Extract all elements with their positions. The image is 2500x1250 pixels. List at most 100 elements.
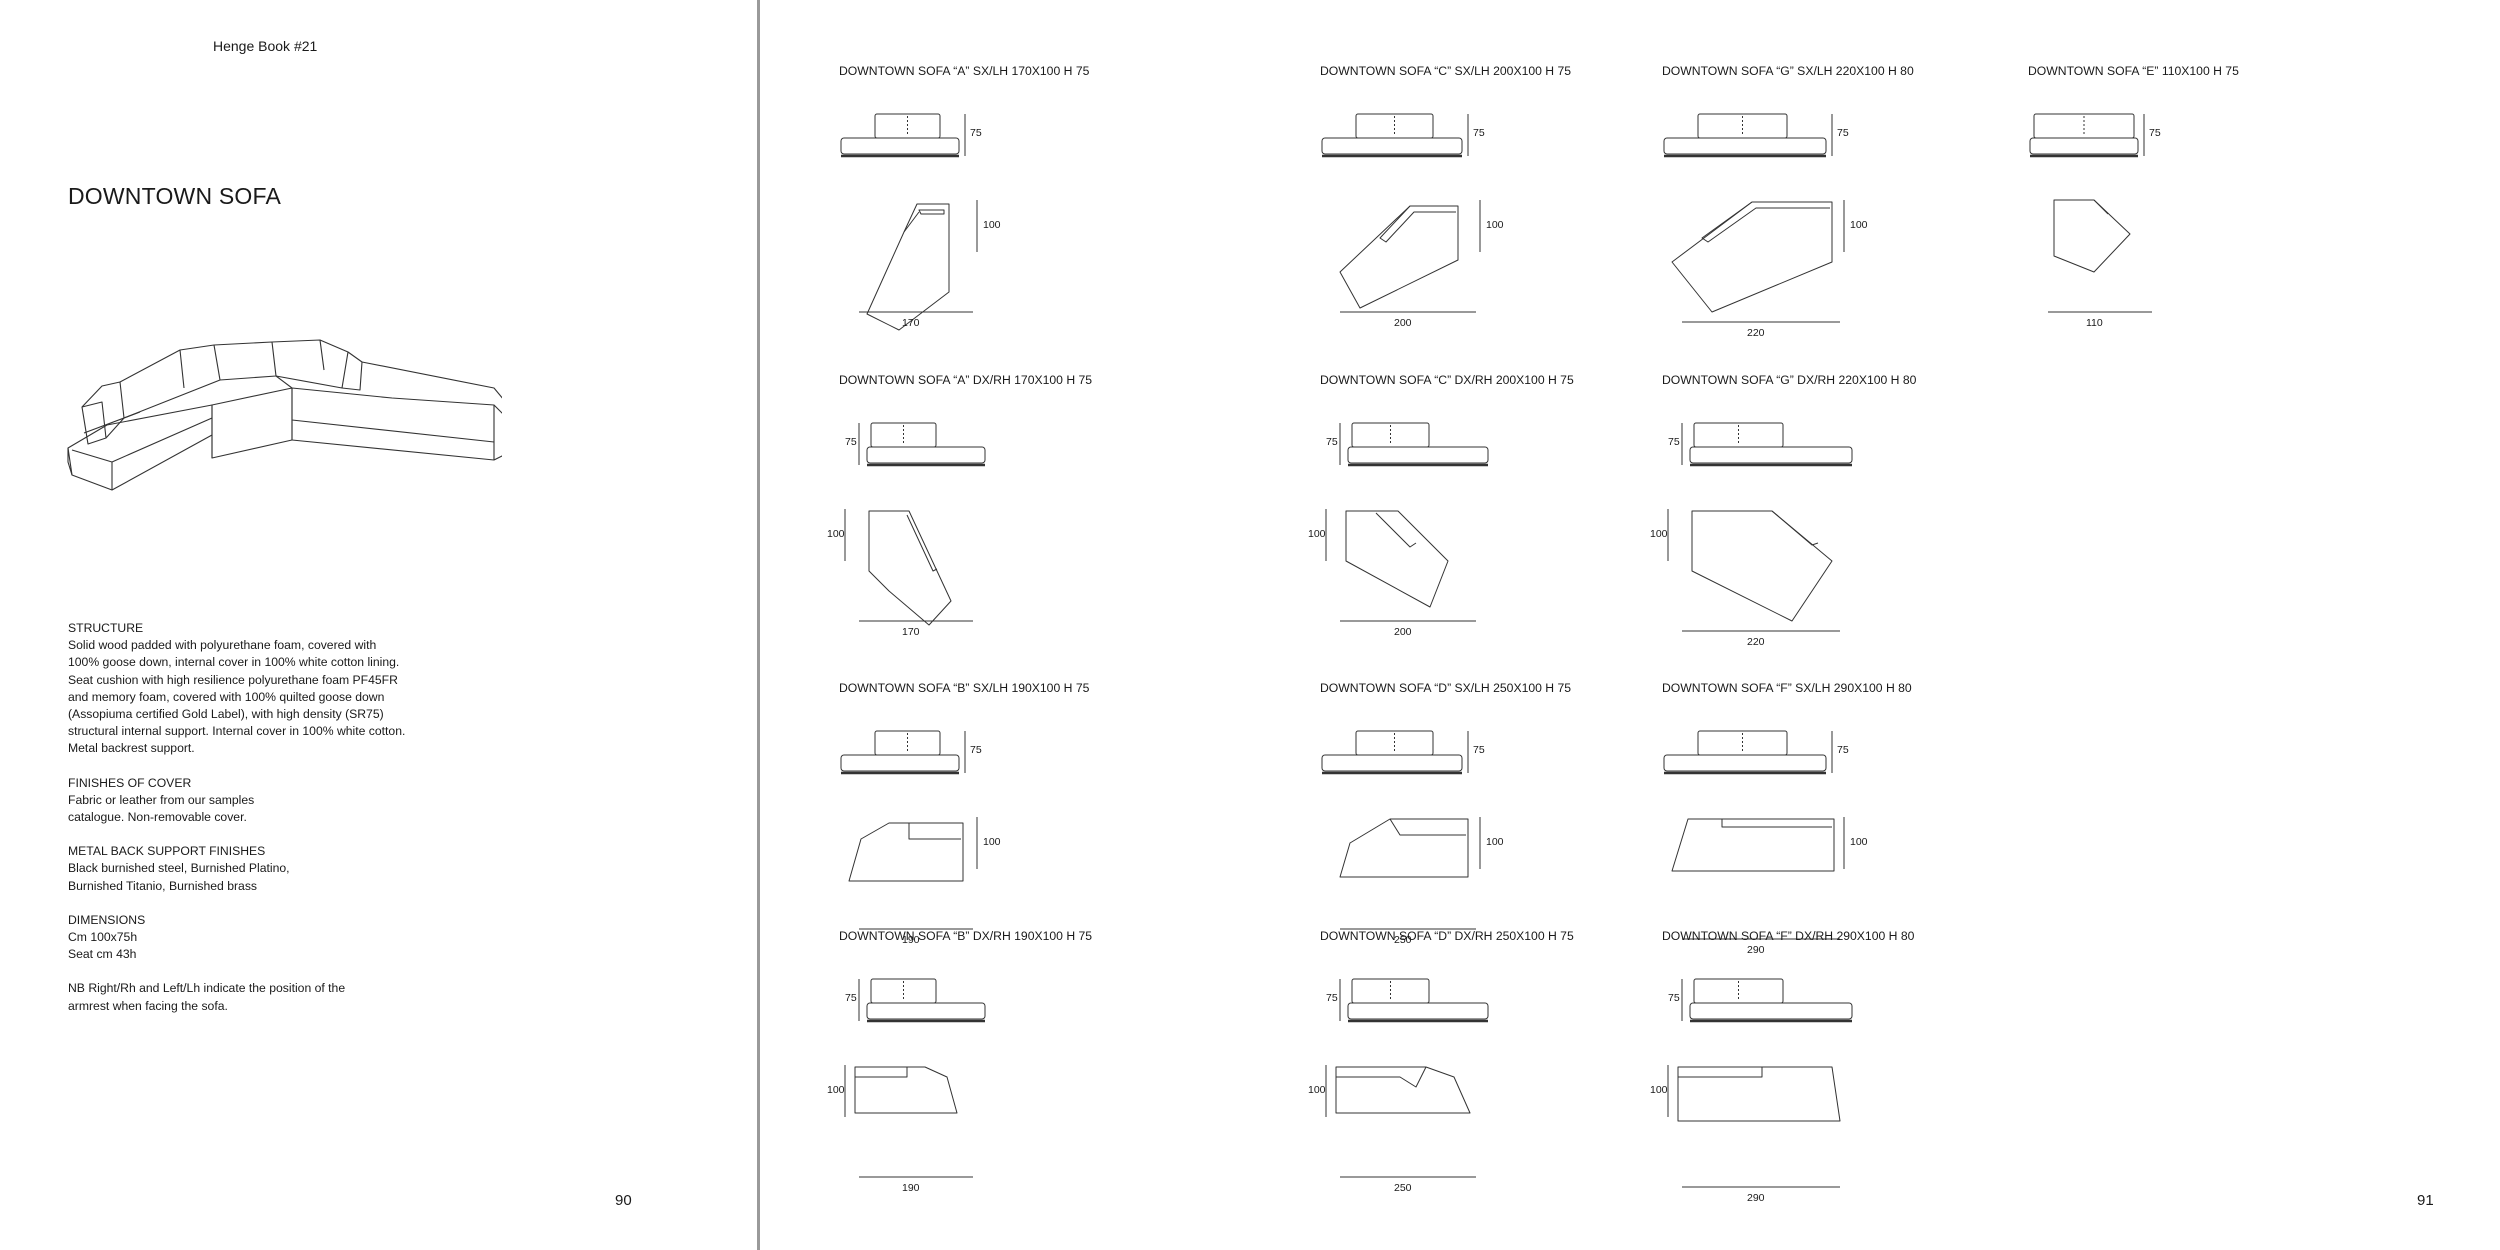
seat-outline	[1689, 446, 1853, 464]
top-view-drawing: 100 190	[827, 1065, 973, 1194]
backrest-outline	[1355, 113, 1434, 139]
top-view-outline	[2053, 199, 2131, 273]
backrest-outline	[870, 978, 937, 1004]
width-dimension: 110	[2086, 317, 2103, 329]
height-dimension: 75	[845, 992, 857, 1004]
depth-dimension: 100	[1650, 1084, 1668, 1096]
top-view-outline	[854, 1066, 958, 1114]
depth-dimension: 100	[1486, 836, 1504, 848]
height-dimension: 75	[1326, 436, 1338, 448]
metal-heading: METAL BACK SUPPORT FINISHES	[68, 844, 266, 859]
seat-outline	[2029, 137, 2139, 155]
height-dimension: 75	[1837, 127, 1849, 139]
left-page: Henge Book #21 DOWNTOWN SOFA	[0, 0, 760, 1250]
dimensions-section: DIMENSIONS Cm 100x75h Seat cm 43h	[68, 912, 468, 964]
metal-line: Black burnished steel, Burnished Platino…	[68, 861, 290, 876]
seat-outline	[1663, 754, 1827, 772]
structure-line: Metal backrest support.	[68, 741, 195, 756]
backrest-outline	[1355, 730, 1434, 756]
seat-outline	[840, 137, 960, 155]
height-dimension: 75	[1668, 436, 1680, 448]
structure-line: Seat cushion with high resilience polyur…	[68, 672, 398, 687]
seat-outline	[1321, 754, 1463, 772]
seat-outline	[1347, 446, 1489, 464]
structure-heading: STRUCTURE	[68, 621, 144, 635]
side-elevation-drawing: 75	[1326, 422, 1489, 467]
dimensions-line: Seat cm 43h	[68, 947, 137, 962]
backrest-top-outline	[1375, 512, 1417, 548]
side-elevation-drawing: 75	[1321, 113, 1485, 158]
seat-outline	[866, 446, 986, 464]
page-number-left: 90	[615, 1192, 632, 1209]
top-view-outline	[1335, 1066, 1471, 1114]
specifications: STRUCTURE Solid wood padded with polyure…	[68, 620, 468, 1032]
structure-line: (Assopiuma certified Gold Label), with h…	[68, 707, 384, 722]
top-view-drawing: 110	[2048, 199, 2152, 329]
width-dimension: 290	[1747, 1192, 1765, 1204]
top-view-outline	[1339, 205, 1459, 309]
model-label: DOWNTOWN SOFA “F” SX/LH 290X100 H 80	[1662, 681, 1912, 695]
model-label: DOWNTOWN SOFA “E” 110X100 H 75	[2028, 64, 2239, 78]
model-label: DOWNTOWN SOFA “D” DX/RH 250X100 H 75	[1320, 929, 1574, 943]
backrest-top-outline	[1389, 818, 1466, 836]
width-dimension: 220	[1747, 327, 1765, 339]
page-number-right: 91	[2417, 1192, 2434, 1209]
width-dimension: 250	[1394, 934, 1412, 946]
backrest-top-outline	[1721, 819, 1832, 828]
backrest-outline	[1697, 730, 1788, 756]
height-dimension: 75	[1473, 744, 1485, 756]
backrest-top-outline	[903, 209, 945, 233]
model-label: DOWNTOWN SOFA “B” DX/RH 190X100 H 75	[839, 929, 1093, 943]
side-elevation-drawing: 75	[1663, 730, 1849, 775]
side-elevation-drawing: 75	[840, 730, 982, 775]
backrest-outline	[1697, 113, 1788, 139]
top-view-drawing: 100 290	[1650, 1065, 1841, 1204]
top-view-drawing: 100 170	[859, 200, 1001, 331]
depth-dimension: 100	[1308, 528, 1326, 540]
height-dimension: 75	[2149, 127, 2161, 139]
side-elevation-drawing: 75	[840, 113, 982, 158]
top-view-outline	[866, 203, 950, 331]
structure-line: 100% goose down, internal cover in 100% …	[68, 655, 400, 670]
backrest-top-outline	[1701, 201, 1830, 243]
top-view-outline	[1691, 510, 1833, 622]
depth-dimension: 100	[983, 836, 1001, 848]
finishes-line: catalogue. Non-removable cover.	[68, 810, 247, 825]
structure-line: structural internal support. Internal co…	[68, 724, 406, 739]
depth-dimension: 100	[1850, 836, 1868, 848]
model-label: DOWNTOWN SOFA “G” DX/RH 220X100 H 80	[1662, 373, 1917, 387]
top-view-outline	[848, 822, 964, 882]
product-title: DOWNTOWN SOFA	[68, 183, 282, 209]
width-dimension: 250	[1394, 1182, 1412, 1194]
metal-line: Burnished Titanio, Burnished brass	[68, 878, 258, 893]
width-dimension: 290	[1747, 944, 1765, 956]
backrest-top-outline	[908, 823, 961, 840]
seat-outline	[1663, 137, 1827, 155]
depth-dimension: 100	[983, 219, 1001, 231]
structure-section: STRUCTURE Solid wood padded with polyure…	[68, 620, 468, 758]
backrest-top-outline	[906, 514, 938, 572]
backrest-outline	[1693, 978, 1784, 1004]
seat-outline	[1321, 137, 1463, 155]
width-dimension: 190	[902, 1182, 920, 1194]
side-elevation-drawing: 75	[845, 422, 986, 467]
finishes-heading: FINISHES OF COVER	[68, 775, 192, 790]
side-elevation-drawing: 75	[1668, 978, 1853, 1023]
height-dimension: 75	[1837, 744, 1849, 756]
top-view-outline	[1671, 201, 1833, 313]
backrest-top-outline	[2093, 199, 2109, 215]
dimensions-line: Cm 100x75h	[68, 930, 138, 945]
dimensions-heading: DIMENSIONS	[68, 912, 146, 927]
width-dimension: 170	[902, 317, 920, 329]
model-label: DOWNTOWN SOFA “A” DX/RH 170X100 H 75	[839, 373, 1093, 387]
width-dimension: 170	[902, 626, 920, 638]
depth-dimension: 100	[827, 1084, 845, 1096]
note-line: armrest when facing the sofa.	[68, 998, 228, 1013]
